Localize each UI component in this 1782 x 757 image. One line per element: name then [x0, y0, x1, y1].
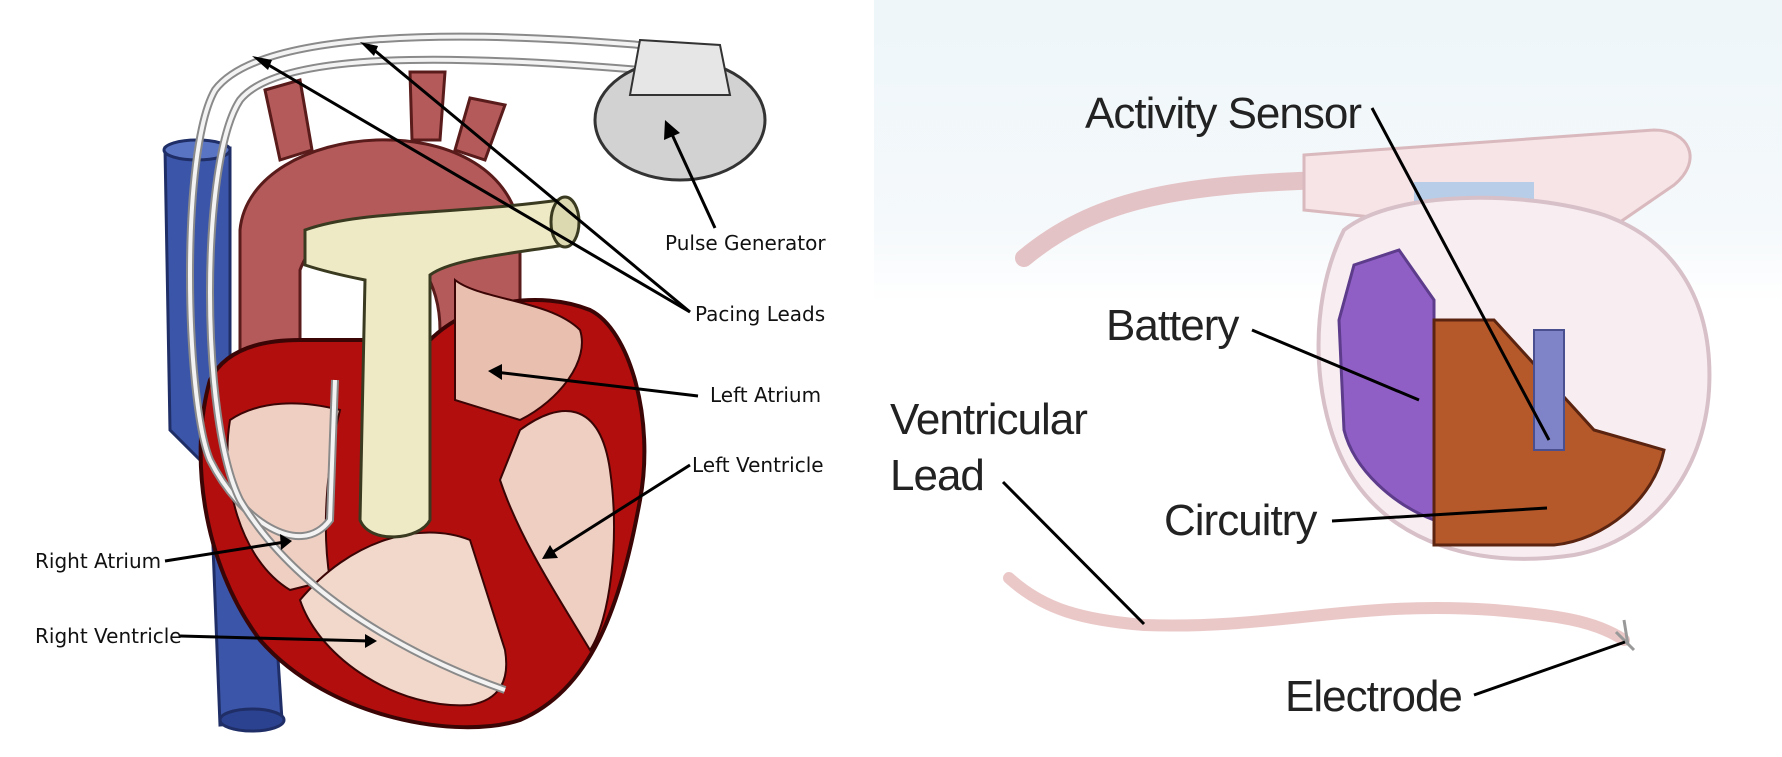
label-right-atrium: Right Atrium	[35, 549, 161, 573]
label-ventricular-lead-line1: Ventricular	[890, 395, 1087, 444]
vena-cava-bottom	[220, 709, 284, 731]
ventricular-lead	[1009, 578, 1624, 640]
label-circuitry: Circuitry	[1164, 496, 1317, 545]
label-electrode: Electrode	[1285, 672, 1462, 721]
label-left-ventricle: Left Ventricle	[692, 453, 824, 477]
label-battery: Battery	[1106, 301, 1239, 350]
label-pulse-generator: Pulse Generator	[665, 231, 826, 255]
label-ventricular-lead-line2: Lead	[890, 451, 984, 500]
pacemaker-illustration: Activity Sensor Battery Ventricular Lead…	[874, 0, 1782, 757]
label-activity-sensor: Activity Sensor	[1085, 89, 1361, 138]
pulse-generator-header	[630, 40, 730, 95]
label-pacing-leads: Pacing Leads	[695, 302, 825, 326]
activity-sensor-component	[1534, 330, 1564, 450]
label-right-ventricle: Right Ventricle	[35, 624, 182, 648]
heart-illustration: Pulse Generator Pacing Leads Left Atrium…	[0, 0, 874, 757]
label-left-atrium: Left Atrium	[710, 383, 821, 407]
aortic-branch-1	[265, 80, 312, 160]
upper-lead	[1024, 180, 1324, 258]
pacemaker-internals-diagram: Activity Sensor Battery Ventricular Lead…	[874, 0, 1782, 757]
heart-pacemaker-diagram: Pulse Generator Pacing Leads Left Atrium…	[0, 0, 874, 757]
